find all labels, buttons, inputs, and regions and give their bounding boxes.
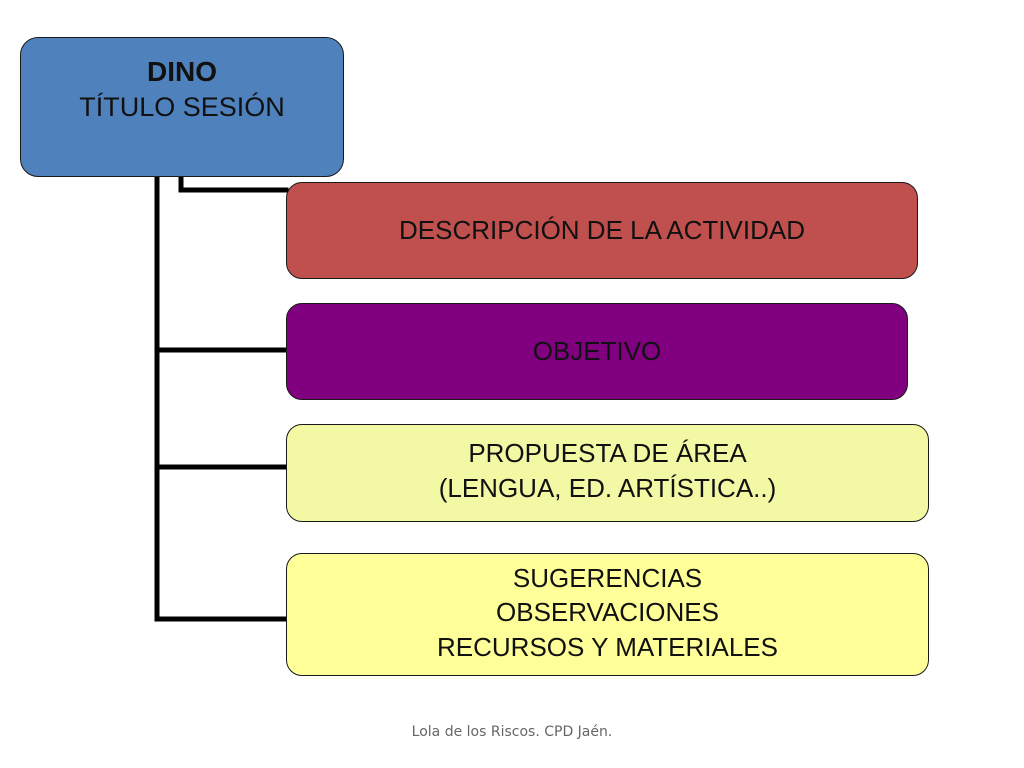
node-descripcion-actividad: DESCRIPCIÓN DE LA ACTIVIDAD [286, 182, 918, 279]
node-line: OBJETIVO [532, 336, 662, 367]
node-objetivo: OBJETIVO [286, 303, 908, 400]
root-node: DINO TÍTULO SESIÓN [20, 37, 344, 177]
node-line: (LENGUA, ED. ARTÍSTICA..) [438, 473, 777, 503]
root-subtitle: TÍTULO SESIÓN [79, 92, 285, 123]
node-line: DESCRIPCIÓN DE LA ACTIVIDAD [399, 215, 805, 246]
node-sugerencias: SUGERENCIAS OBSERVACIONES RECURSOS Y MAT… [286, 553, 929, 676]
node-line: SUGERENCIAS [512, 562, 703, 593]
connector-branch [178, 174, 289, 193]
node-line: OBSERVACIONES [496, 597, 719, 628]
node-propuesta-area: PROPUESTA DE ÁREA (LENGUA, ED. ARTÍSTICA… [286, 424, 929, 522]
node-line: PROPUESTA DE ÁREA [468, 438, 747, 469]
footer-credit: Lola de los Riscos. CPD Jaén. [411, 724, 613, 740]
root-title: DINO [147, 56, 217, 87]
node-line: RECURSOS Y MATERIALES [437, 631, 778, 662]
